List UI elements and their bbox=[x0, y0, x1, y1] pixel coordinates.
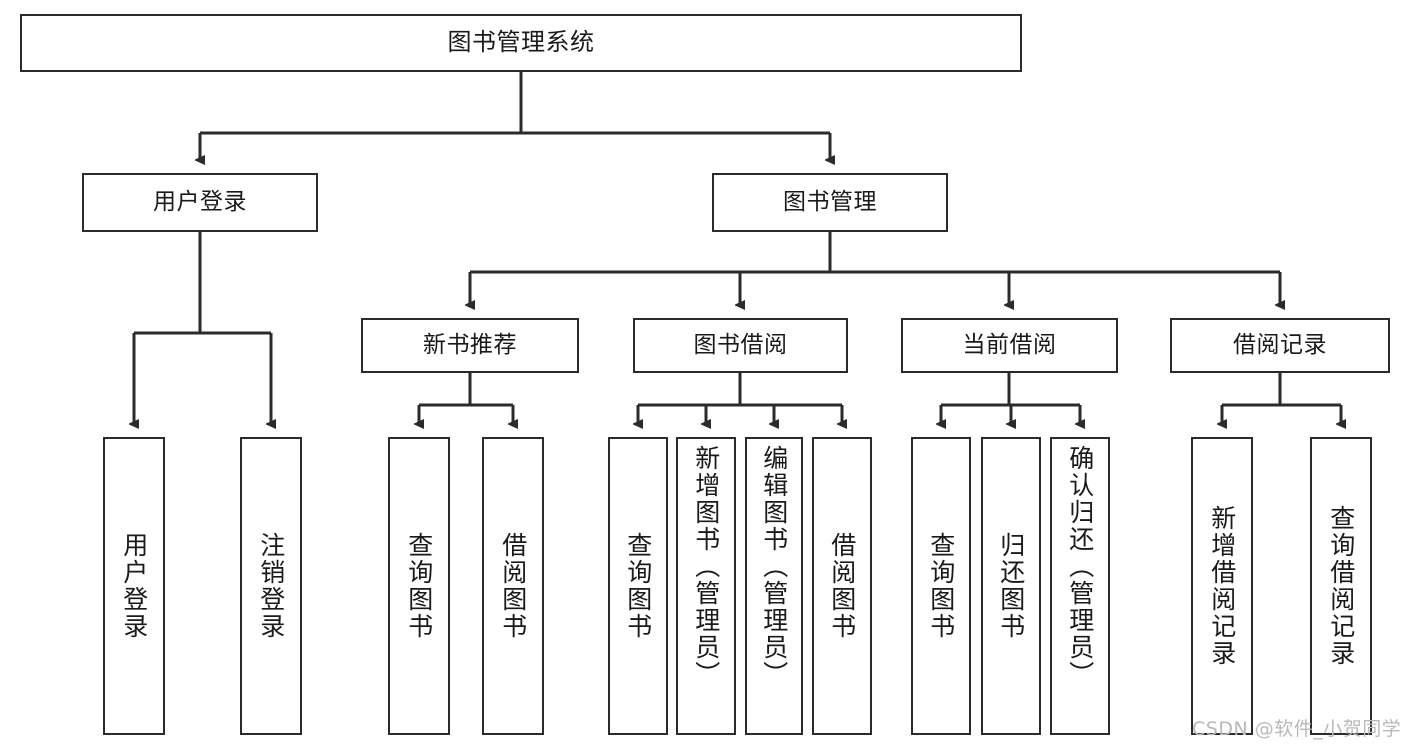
leaf-node-label: 查询图书 bbox=[926, 532, 956, 640]
leaf-node[interactable]: 查询借阅记录 bbox=[1310, 437, 1372, 735]
node-level2-user-login[interactable]: 用户登录 bbox=[82, 173, 318, 232]
leaf-node[interactable]: 新增借阅记录 bbox=[1191, 437, 1253, 735]
node-level2-user-login-label: 用户登录 bbox=[153, 189, 247, 216]
leaf-node[interactable]: 注销登录 bbox=[240, 437, 302, 735]
node-level3-current-borrow[interactable]: 当前借阅 bbox=[901, 318, 1118, 373]
leaf-node[interactable]: 查询图书 bbox=[608, 437, 668, 735]
leaf-node-label: 查询图书 bbox=[623, 532, 653, 640]
leaf-node-label: 查询借阅记录 bbox=[1326, 505, 1356, 667]
leaf-node[interactable]: 归还图书 bbox=[981, 437, 1041, 735]
leaf-node-label: 确认归还（管理员） bbox=[1065, 445, 1095, 688]
node-level2-book-management-label: 图书管理 bbox=[783, 189, 877, 216]
node-level3-new-book-recommend[interactable]: 新书推荐 bbox=[361, 318, 579, 373]
leaf-node-label: 新增图书（管理员） bbox=[691, 445, 721, 688]
leaf-node[interactable]: 用户登录 bbox=[103, 437, 165, 735]
watermark: CSDN @软件_小贺同学 bbox=[1192, 718, 1402, 740]
leaf-node-label: 查询图书 bbox=[404, 532, 434, 640]
node-level3-borrow-record[interactable]: 借阅记录 bbox=[1170, 318, 1390, 373]
leaf-node[interactable]: 查询图书 bbox=[911, 437, 971, 735]
leaf-node-label: 归还图书 bbox=[996, 532, 1026, 640]
node-level3-book-borrow[interactable]: 图书借阅 bbox=[633, 318, 848, 373]
leaf-node-label: 新增借阅记录 bbox=[1207, 505, 1237, 667]
node-level3-borrow-record-label: 借阅记录 bbox=[1233, 332, 1327, 359]
leaf-node-label: 编辑图书（管理员） bbox=[759, 445, 789, 688]
leaf-node-label: 注销登录 bbox=[256, 532, 286, 640]
node-level3-new-book-recommend-label: 新书推荐 bbox=[423, 332, 517, 359]
leaf-node-label: 用户登录 bbox=[119, 532, 149, 640]
node-level3-book-borrow-label: 图书借阅 bbox=[693, 332, 788, 359]
leaf-node[interactable]: 借阅图书 bbox=[812, 437, 872, 735]
leaf-node-label: 借阅图书 bbox=[498, 532, 528, 640]
node-root-label: 图书管理系统 bbox=[447, 28, 595, 57]
node-level3-current-borrow-label: 当前借阅 bbox=[962, 332, 1057, 359]
leaf-node[interactable]: 借阅图书 bbox=[482, 437, 544, 735]
node-root[interactable]: 图书管理系统 bbox=[20, 14, 1022, 72]
node-level2-book-management[interactable]: 图书管理 bbox=[712, 173, 948, 232]
leaf-node-label: 借阅图书 bbox=[827, 532, 857, 640]
leaf-node[interactable]: 确认归还（管理员） bbox=[1050, 437, 1110, 735]
leaf-node[interactable]: 查询图书 bbox=[388, 437, 450, 735]
leaf-node[interactable]: 新增图书（管理员） bbox=[676, 437, 736, 735]
leaf-node[interactable]: 编辑图书（管理员） bbox=[745, 437, 803, 735]
